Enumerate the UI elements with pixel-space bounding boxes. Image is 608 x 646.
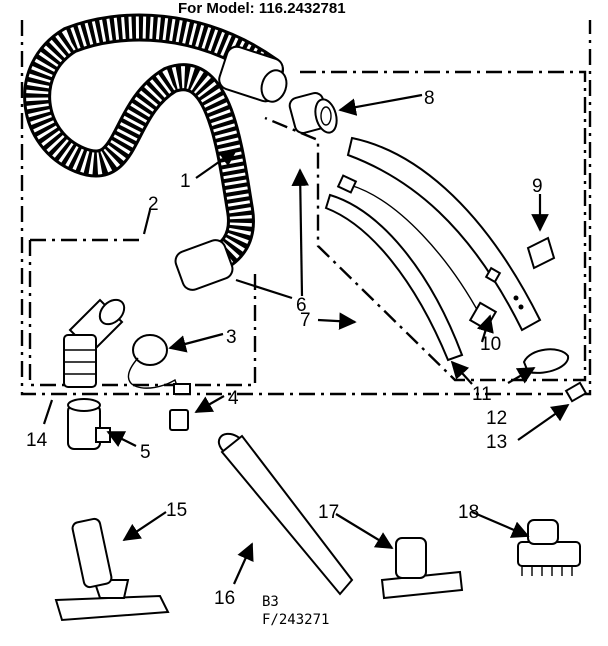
callout-16: 16 [214, 588, 235, 609]
callout-15: 15 [166, 500, 187, 521]
collar-part [67, 398, 111, 450]
callout-18: 18 [458, 502, 479, 523]
callout-14: 14 [26, 430, 48, 451]
spring-part [564, 381, 588, 403]
footer-code-1: B3 [262, 594, 279, 610]
callout-11: 11 [472, 384, 492, 405]
floor-brush-attachment [54, 517, 170, 622]
wand-part [324, 136, 542, 362]
callout-13: 13 [486, 432, 507, 453]
callout-1: 1 [180, 171, 191, 192]
callout-17: 17 [318, 502, 339, 523]
crevice-tool-attachment [217, 432, 354, 596]
coupling-part [288, 92, 338, 134]
clip-part [169, 409, 189, 431]
elbow-part [63, 298, 126, 388]
model-header: For Model: 116.2432781 [178, 0, 346, 17]
cord-part [127, 334, 191, 396]
hose-assembly [23, 13, 288, 291]
callout-5: 5 [140, 442, 151, 463]
callout-7: 7 [300, 310, 311, 331]
upholstery-tool-attachment [380, 537, 464, 600]
dusting-brush-attachment [517, 519, 581, 576]
latch-part [526, 236, 556, 270]
callout-12: 12 [486, 408, 507, 429]
footer-code-2: F/243271 [262, 612, 329, 628]
outer-assembly-border [20, 20, 592, 396]
callout-8: 8 [424, 88, 435, 109]
callout-3: 3 [226, 327, 237, 348]
button-part [522, 348, 570, 374]
wand-assembly-border [264, 70, 587, 382]
callout-2: 2 [148, 194, 159, 215]
callout-9: 9 [532, 176, 543, 197]
callout-6: 6 [296, 295, 307, 316]
callout-4: 4 [228, 388, 239, 409]
callout-10: 10 [480, 334, 501, 355]
inner-assembly-border [28, 238, 257, 387]
